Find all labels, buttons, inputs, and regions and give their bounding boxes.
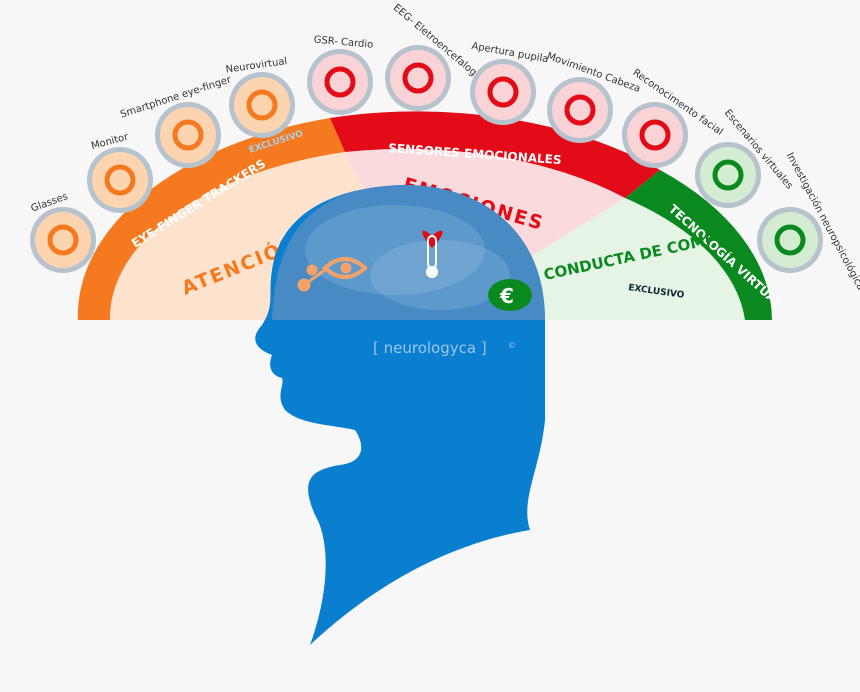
head-silhouette — [255, 184, 545, 645]
icon-badge-9: Escenarios virtuales — [695, 108, 795, 208]
person-icon — [712, 159, 744, 191]
vr-headset-icon — [246, 89, 278, 121]
hand-icon — [324, 66, 356, 98]
sensors-band — [330, 111, 660, 198]
brand-logo: [ neurologyca ] — [373, 339, 487, 357]
eye-finger-band — [77, 118, 345, 320]
thermometer-heart-icon — [422, 230, 443, 278]
face-icon — [639, 119, 671, 151]
tech-band — [625, 170, 772, 320]
icon-badge-1: Monitor — [87, 131, 153, 213]
glasses-icon — [47, 224, 79, 256]
head-icon — [564, 94, 596, 126]
icon-badge-6: Apertura pupila — [470, 41, 549, 125]
document-icon — [774, 224, 806, 256]
icon-badge-0: Glasses — [30, 191, 96, 273]
eye-icon — [487, 76, 519, 108]
brain-head-icon — [402, 62, 434, 94]
attention-eye-icon — [297, 257, 368, 292]
smartphone-icon — [172, 119, 204, 151]
monitor-icon — [104, 164, 136, 196]
icon-badge-4: GSR- Cardio — [307, 35, 374, 115]
brain-euro-icon: € — [488, 279, 532, 311]
copyright: © — [508, 341, 516, 350]
svg-text:€: € — [499, 284, 514, 308]
icon-label: GSR- Cardio — [313, 35, 373, 51]
